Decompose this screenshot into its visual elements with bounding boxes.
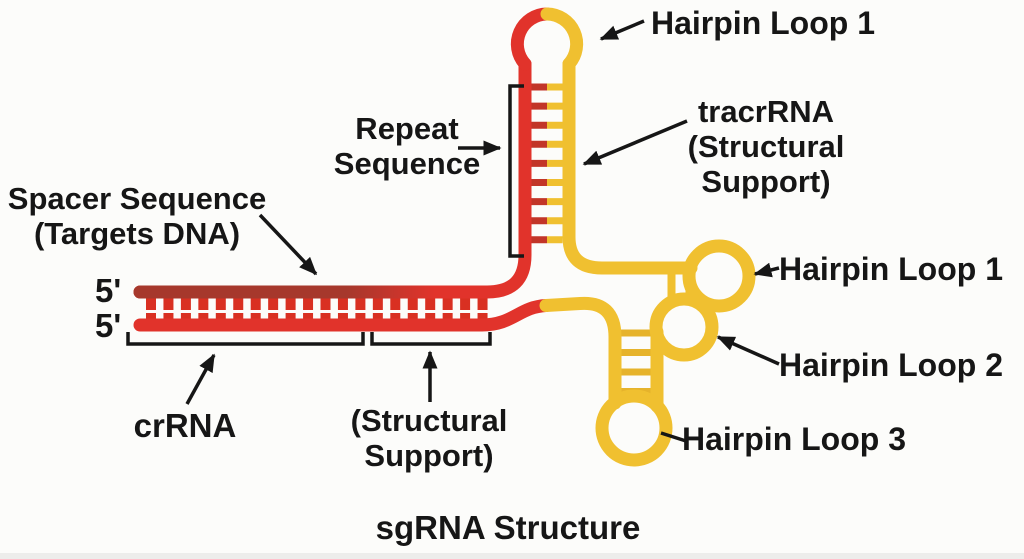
- strand-bottom-red: [133, 299, 553, 332]
- label-five-prime-bottom: 5': [95, 307, 122, 344]
- arrow-crrna: [185, 353, 216, 405]
- diagram-title: sgRNA Structure: [375, 509, 641, 546]
- crrna-bracket: [126, 332, 365, 346]
- arrow-hairpin-loop-1-top: [599, 19, 645, 41]
- bottom-edge: [0, 553, 1024, 559]
- arrow-hairpin-loop-1-right: [753, 262, 780, 278]
- line-hairpin-loop-3: [660, 431, 687, 443]
- label-hairpin-loop-1-right: Hairpin Loop 1: [779, 251, 1003, 287]
- arrow-tracrrna: [582, 119, 688, 166]
- structural-support-bracket: [370, 332, 492, 346]
- label-five-prime-top: 5': [95, 272, 122, 309]
- label-tracrrna: tracrRNA (Structural Support): [687, 94, 845, 200]
- label-spacer-sequence: Spacer Sequence (Targets DNA): [7, 181, 267, 252]
- hairpin-loop-1-top-red-arc: [510, 7, 554, 71]
- hairpin-loop-2-ring: [649, 292, 719, 362]
- hairpin-loop-3-ring: [595, 389, 673, 467]
- label-hairpin-loop-1-top: Hairpin Loop 1: [651, 5, 875, 41]
- arrow-hairpin-loop-2: [716, 335, 780, 366]
- label-repeat-sequence: Repeat Sequence: [333, 111, 481, 182]
- strand-lower-yellow: [539, 296, 622, 410]
- strand-crrna: [133, 57, 532, 299]
- label-crrna: crRNA: [133, 407, 237, 444]
- label-structural-support: (Structural Support): [350, 403, 508, 474]
- arrow-spacer-sequence: [258, 213, 318, 276]
- hairpin-loop-1-top-yellow-arc: [540, 7, 584, 71]
- hairpin-loop-1-ring: [682, 239, 756, 313]
- label-hairpin-loop-3: Hairpin Loop 3: [682, 421, 906, 457]
- repeat-sequence-bracket: [508, 84, 524, 258]
- label-hairpin-loop-2: Hairpin Loop 2: [779, 347, 1003, 383]
- strand-tracrrna: [562, 57, 698, 275]
